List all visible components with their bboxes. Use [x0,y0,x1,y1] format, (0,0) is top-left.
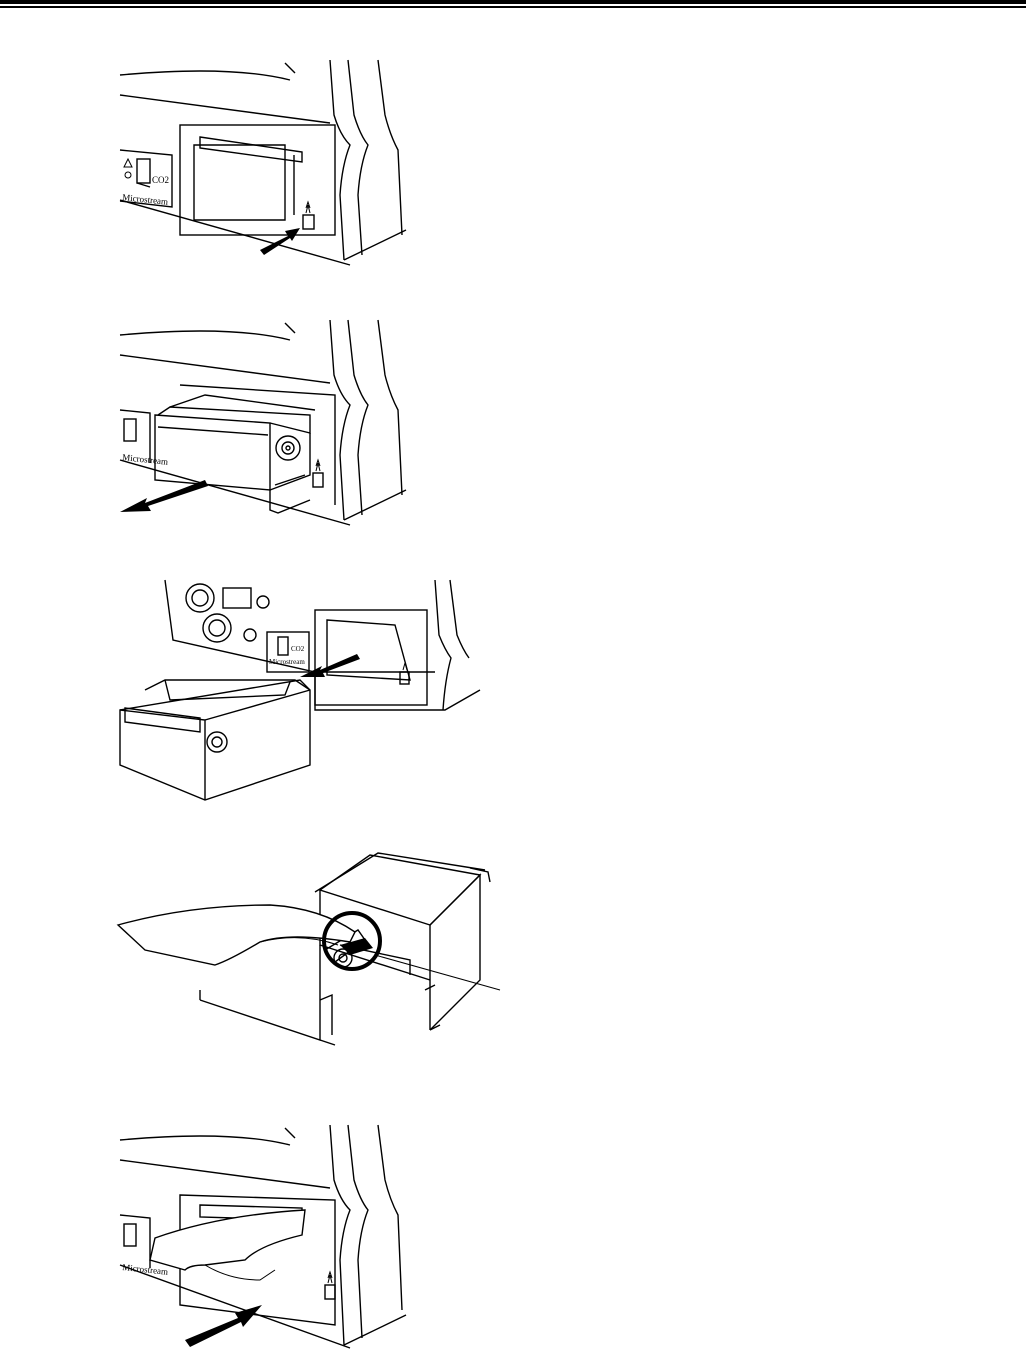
co2-label: CO2 [152,175,169,185]
warning-triangle-icon [124,159,132,167]
paper-sheet [150,1210,305,1270]
figure-step3-tray-removed: CO2 Microstream [105,580,485,805]
figure-step2-pull-tray: Microstream [110,315,420,530]
header-rule-thick [0,0,1026,4]
header-rule-thin [0,6,1026,8]
callout-line [375,955,500,990]
figure-step1-press-release: CO2 Microstream [110,55,420,270]
co2-label: CO2 [291,645,305,653]
connector-port-icon [125,172,131,178]
figure-step5-insert-tray: Microstream [110,1120,420,1350]
brand-label: Microstream [122,452,169,467]
figure-step4-load-paper [110,850,505,1055]
arrow-icon [120,480,208,512]
brand-label: Microstream [269,658,305,666]
